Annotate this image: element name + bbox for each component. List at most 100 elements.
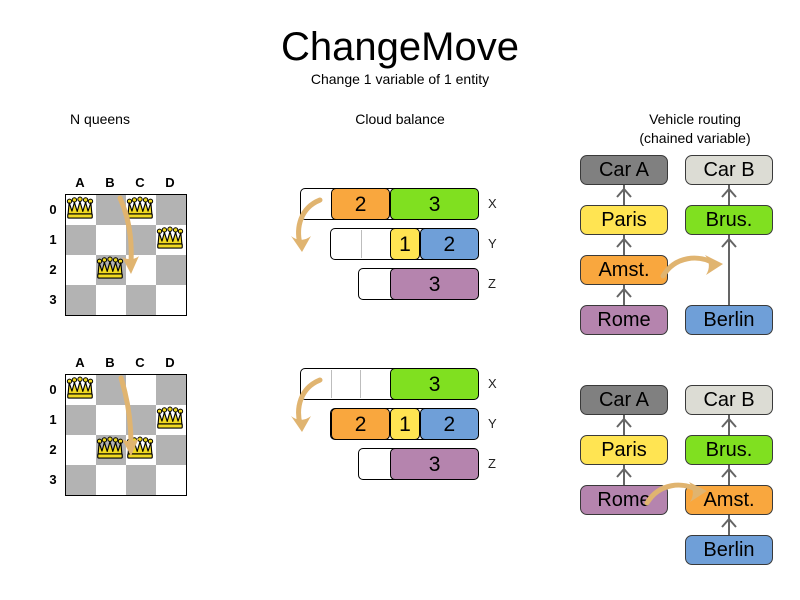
- board-cell-B1[interactable]: [96, 225, 126, 255]
- vrp-node-CarB-before[interactable]: Car B: [685, 155, 773, 185]
- vrp-move-arrow-after: [643, 477, 713, 517]
- cloud-computer-label-Y-after: Y: [488, 416, 497, 431]
- board-cell-A1[interactable]: [66, 225, 96, 255]
- board-rank-label-0: 0: [49, 202, 57, 217]
- board-cell-D2[interactable]: [156, 435, 186, 465]
- cloud-process-1-Y-after[interactable]: 1: [390, 408, 420, 440]
- board-cell-D2[interactable]: [156, 255, 186, 285]
- board-cell-D0[interactable]: [156, 195, 186, 225]
- board-cell-B1[interactable]: [96, 405, 126, 435]
- queen-piece-A0[interactable]: [66, 376, 94, 401]
- queen-piece-D1[interactable]: [156, 406, 184, 431]
- queen-piece-A0[interactable]: [66, 196, 94, 221]
- cloud-capacity-divider: [360, 370, 362, 398]
- cloud-move-arrow-after: [290, 374, 340, 444]
- vrp-move-arrow-before: [659, 250, 729, 290]
- cloud-process-3-Z-before[interactable]: 3: [390, 268, 479, 300]
- vrp-node-Brus-after[interactable]: Brus.: [685, 435, 773, 465]
- cloud-process-3-X-after[interactable]: 3: [390, 368, 479, 400]
- cloud-computer-bar-Z-before[interactable]: 3: [358, 268, 479, 300]
- vrp-node-Berlin-before[interactable]: Berlin: [685, 305, 773, 335]
- queen-piece-B2[interactable]: [96, 256, 124, 281]
- vrp-node-Berlin-after[interactable]: Berlin: [685, 535, 773, 565]
- board-file-label-D: D: [165, 355, 175, 370]
- board-cell-B3[interactable]: [96, 465, 126, 495]
- cloud-process-2-Y-before[interactable]: 2: [419, 228, 479, 260]
- board-cell-A2[interactable]: [66, 255, 96, 285]
- cloud-process-2-Y-after[interactable]: 2: [331, 408, 391, 440]
- cloud-process-1-Y-before[interactable]: 1: [390, 228, 420, 260]
- board-cell-C0[interactable]: [126, 375, 156, 405]
- board-file-label-D: D: [165, 175, 175, 190]
- board-cell-D0[interactable]: [156, 375, 186, 405]
- cloud-process-3-X-before[interactable]: 3: [390, 188, 479, 220]
- vrp-node-CarA-before[interactable]: Car A: [580, 155, 668, 185]
- vrp-node-Rome-before[interactable]: Rome: [580, 305, 668, 335]
- board-cell-D3[interactable]: [156, 465, 186, 495]
- column-title-vehicle-routing: Vehicle routing (chained variable): [605, 110, 785, 148]
- vrp-edge-arrowhead: [721, 517, 737, 528]
- vrp-edge-arrowhead: [616, 187, 632, 198]
- cloud-process-3-Z-after[interactable]: 3: [390, 448, 479, 480]
- board-rank-label-1: 1: [49, 232, 57, 247]
- board-cell-A3[interactable]: [66, 285, 96, 315]
- board-cell-B3[interactable]: [96, 285, 126, 315]
- board-cell-D3[interactable]: [156, 285, 186, 315]
- column-title-vrp-line2: (chained variable): [639, 130, 751, 146]
- page-subtitle: Change 1 variable of 1 entity: [310, 71, 490, 87]
- cloud-process-2-Y-after[interactable]: 2: [419, 408, 479, 440]
- vrp-node-Paris-before[interactable]: Paris: [580, 205, 668, 235]
- board-cell-C3[interactable]: [126, 465, 156, 495]
- vrp-edge-arrowhead: [721, 417, 737, 428]
- vrp-node-CarA-after[interactable]: Car A: [580, 385, 668, 415]
- cloud-computer-label-Z-before: Z: [488, 276, 496, 291]
- board-file-label-C: C: [135, 175, 145, 190]
- board-rank-label-3: 3: [49, 292, 57, 307]
- board-cell-A3[interactable]: [66, 465, 96, 495]
- board-rank-label-0: 0: [49, 382, 57, 397]
- board-rank-label-3: 3: [49, 472, 57, 487]
- cloud-capacity-divider: [360, 230, 362, 258]
- queen-piece-D1[interactable]: [156, 226, 184, 251]
- vrp-edge: [728, 515, 731, 535]
- vrp-node-Brus-before[interactable]: Brus.: [685, 205, 773, 235]
- cloud-computer-bar-Z-after[interactable]: 3: [358, 448, 479, 480]
- board-rank-label-2: 2: [49, 262, 57, 277]
- column-title-cloud-balance: Cloud balance: [355, 111, 445, 127]
- board-cell-A2[interactable]: [66, 435, 96, 465]
- queen-piece-B2[interactable]: [96, 436, 124, 461]
- cloud-computer-label-Z-after: Z: [488, 456, 496, 471]
- cloud-process-2-X-before[interactable]: 2: [331, 188, 391, 220]
- vrp-edge-arrowhead: [616, 287, 632, 298]
- vrp-node-Amst-before[interactable]: Amst.: [580, 255, 668, 285]
- vrp-edge: [623, 465, 626, 485]
- vrp-edge-arrowhead: [721, 467, 737, 478]
- queen-piece-C0[interactable]: [126, 196, 154, 221]
- column-title-vrp-line1: Vehicle routing: [649, 111, 741, 127]
- cloud-computer-label-Y-before: Y: [488, 236, 497, 251]
- chessboard-grid[interactable]: [65, 374, 187, 496]
- board-cell-C3[interactable]: [126, 285, 156, 315]
- cloud-computer-bar-X-after[interactable]: 3: [300, 368, 479, 400]
- vrp-edge: [728, 415, 731, 435]
- vrp-node-CarB-after[interactable]: Car B: [685, 385, 773, 415]
- column-title-nqueens: N queens: [70, 111, 130, 127]
- vrp-node-Rome-after[interactable]: Rome: [580, 485, 668, 515]
- nqueens-move-arrow-before: [106, 194, 146, 284]
- vrp-node-Paris-after[interactable]: Paris: [580, 435, 668, 465]
- board-rank-label-2: 2: [49, 442, 57, 457]
- board-cell-A1[interactable]: [66, 405, 96, 435]
- vrp-edge: [623, 235, 626, 255]
- cloud-computer-label-X-before: X: [488, 196, 497, 211]
- board-file-label-B: B: [105, 175, 115, 190]
- board-rank-label-1: 1: [49, 412, 57, 427]
- vehicle-routing-before[interactable]: Rome Amst. Paris Car A Berlin Brus. Car B: [575, 155, 790, 345]
